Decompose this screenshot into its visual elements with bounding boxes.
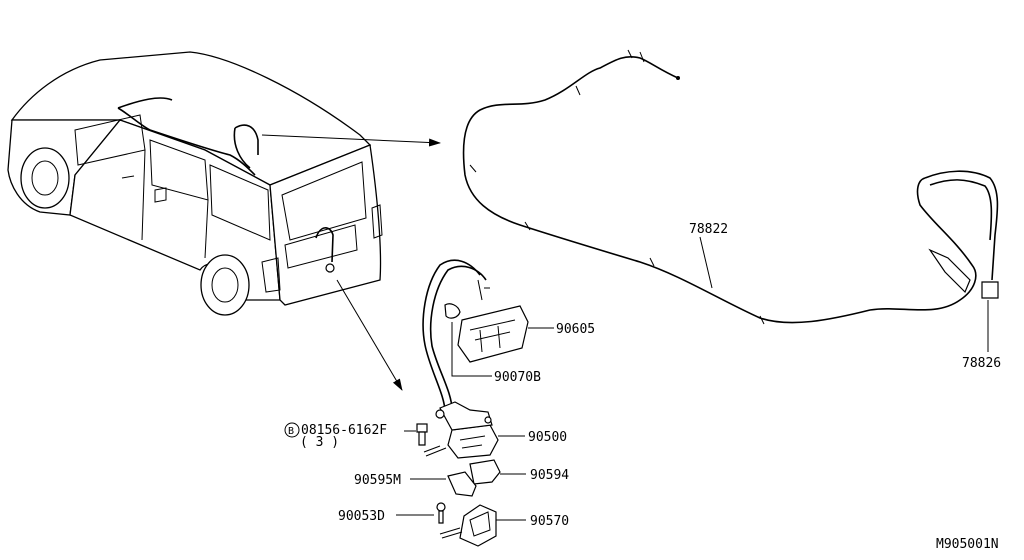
label-90605: 90605 xyxy=(556,322,595,337)
label-bolt-marker: B xyxy=(288,426,294,437)
van-illustration xyxy=(7,51,383,316)
label-78826: 78826 xyxy=(962,356,1001,371)
label-bolt-number: 08156-6162F xyxy=(301,423,387,438)
leader-90070B xyxy=(451,322,492,377)
label-bolt-qty: ( 3 ) xyxy=(300,435,339,450)
label-78822: 78822 xyxy=(689,222,728,237)
arrow-to-cable xyxy=(261,134,441,147)
label-90570: 90570 xyxy=(530,514,569,529)
label-90070B: 90070B xyxy=(494,370,541,385)
cable-78822 xyxy=(462,49,999,352)
arrow-to-lock xyxy=(336,279,403,391)
label-90500: 90500 xyxy=(528,430,567,445)
label-90595M: 90595M xyxy=(354,473,401,488)
leader-78822 xyxy=(699,236,713,289)
bolt-marker-circle xyxy=(284,422,300,438)
lock-assembly xyxy=(396,259,554,547)
label-90053D: 90053D xyxy=(338,509,385,524)
diagram-code: M905001N xyxy=(936,537,999,552)
label-90594: 90594 xyxy=(530,468,569,483)
